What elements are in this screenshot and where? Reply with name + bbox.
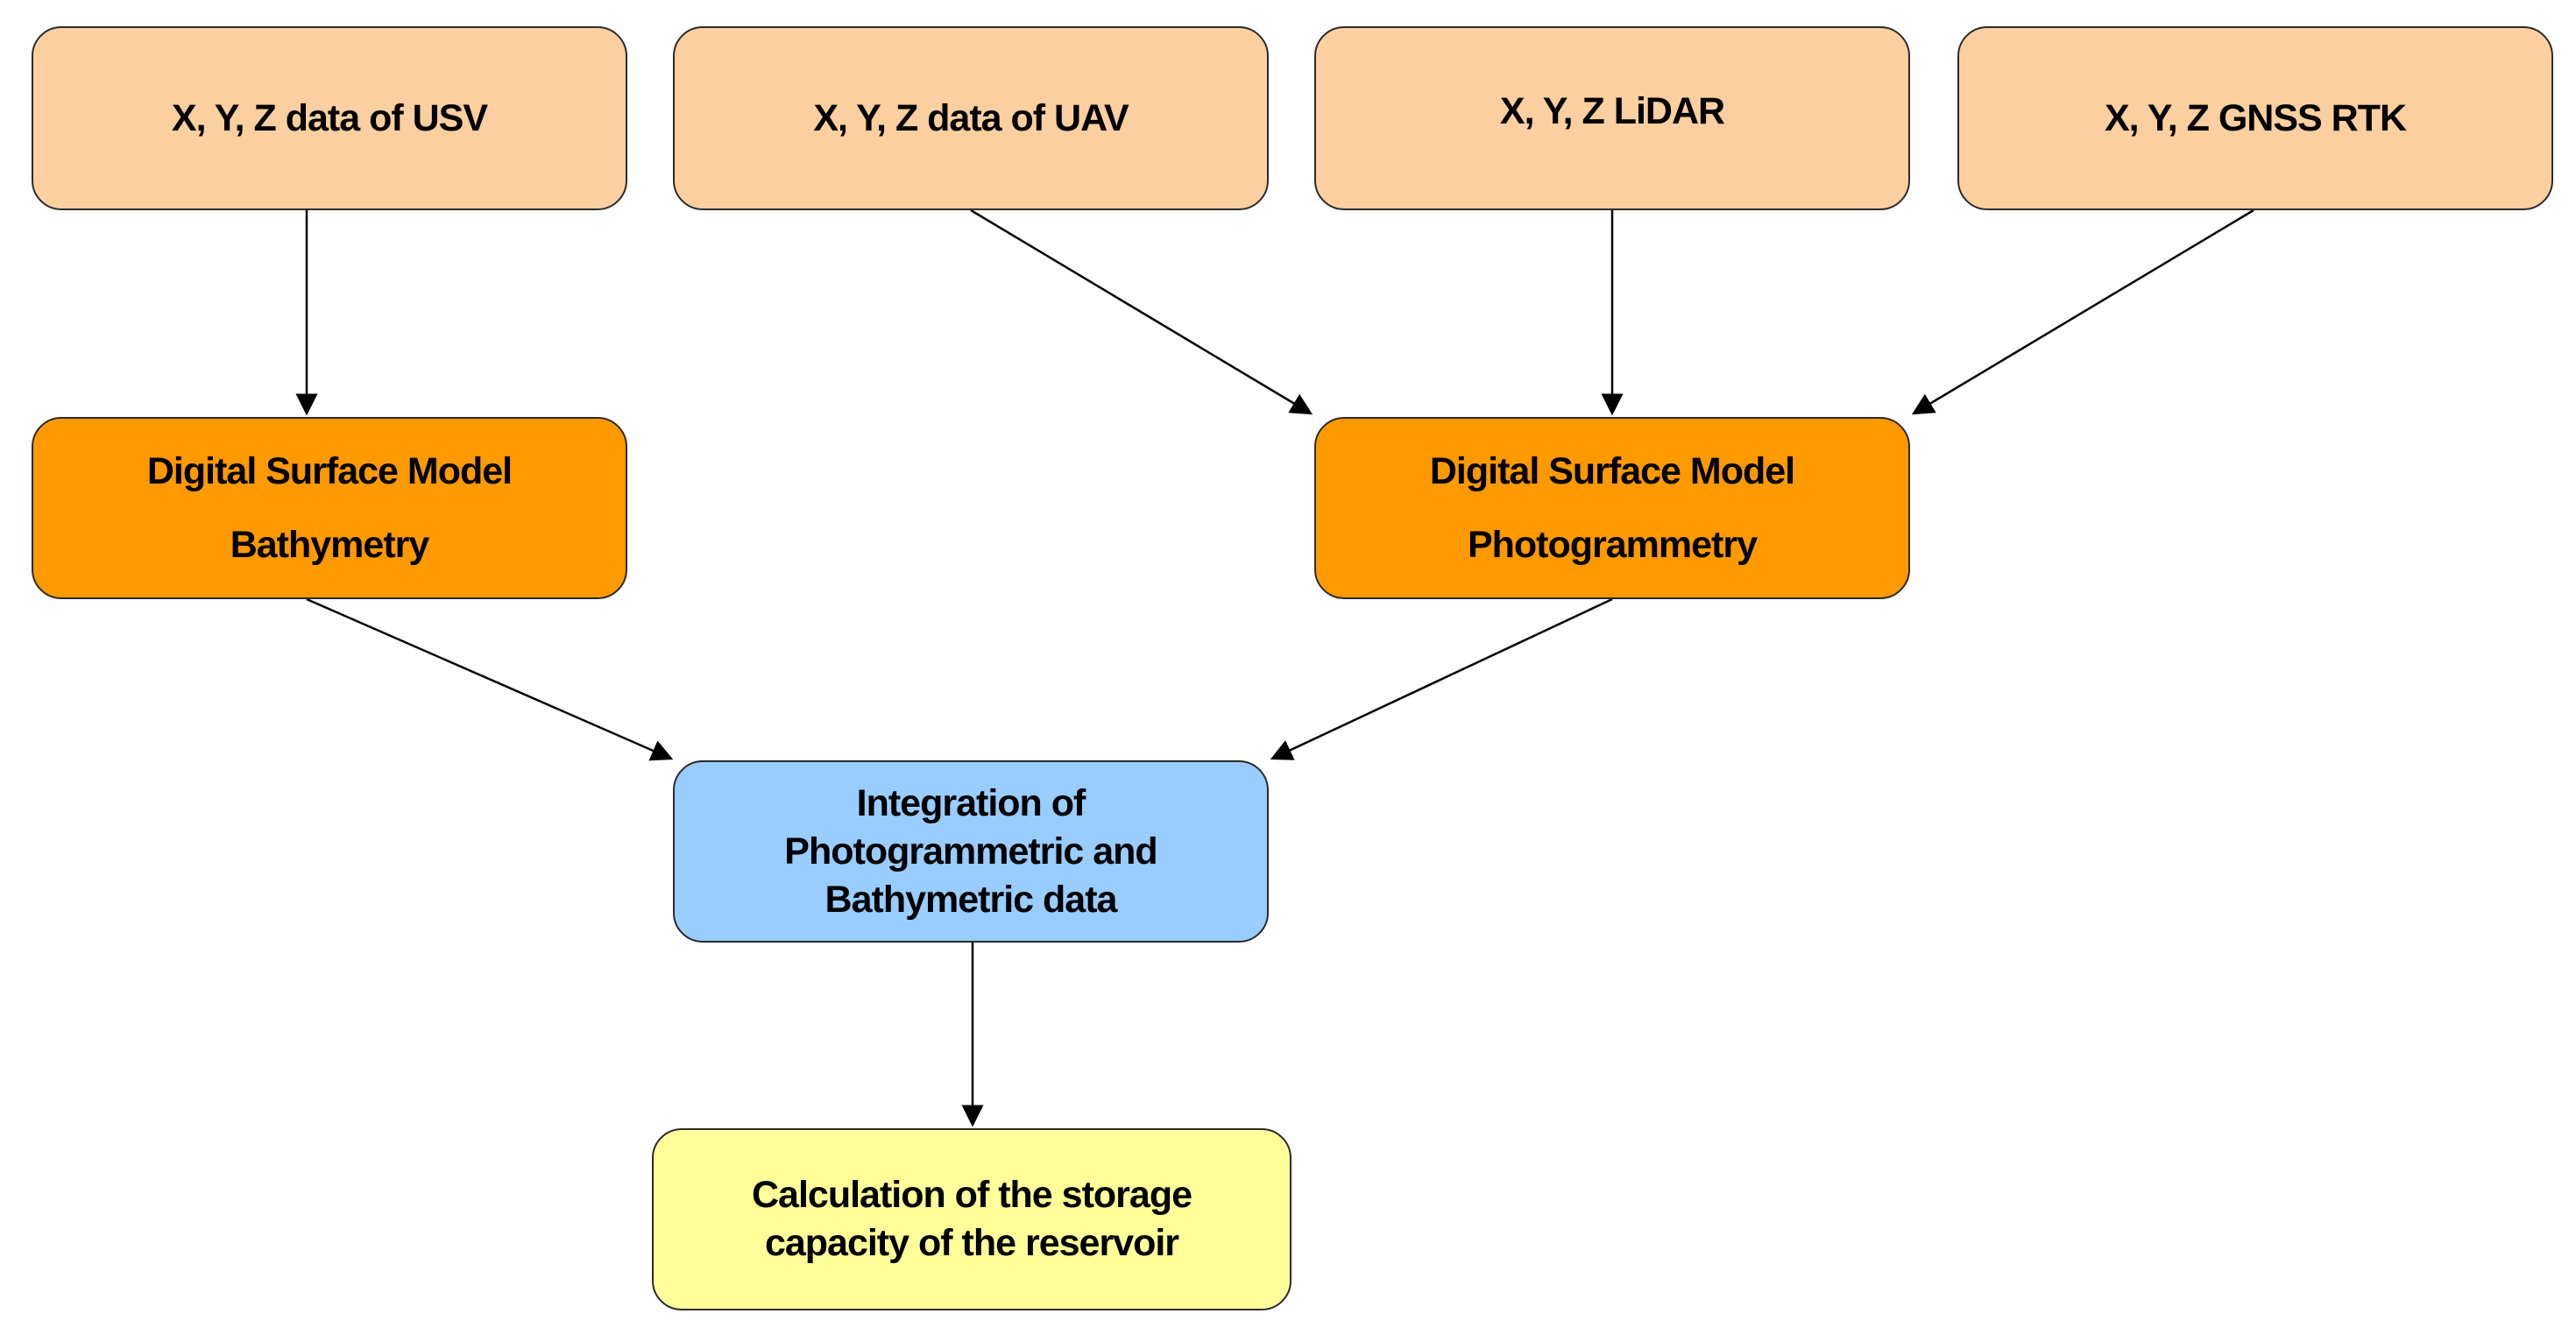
dsm-bathymetry-box: Digital Surface Model Bathymetry — [32, 417, 627, 599]
usv-data-box: X, Y, Z data of USV — [32, 26, 627, 210]
edge-dsm-photogrammetry-to-integration — [1270, 597, 1613, 760]
integration-line-1: Integration of — [856, 781, 1086, 824]
edge-gnss-to-dsm-photogrammetry — [1911, 208, 2254, 415]
uav-data-label: X, Y, Z data of UAV — [813, 96, 1129, 139]
storage-capacity-box: Calculation of the storage capacity of t… — [652, 1128, 1292, 1310]
gnss-rtk-data-label: X, Y, Z GNSS RTK — [2105, 96, 2407, 139]
dsm-bathymetry-subtitle: Bathymetry — [230, 524, 430, 566]
dsm-bathymetry-title: Digital Surface Model — [146, 450, 513, 492]
dsm-photogrammetry-title: Digital Surface Model — [1429, 450, 1795, 492]
storage-capacity-line-2: capacity of the reservoir — [764, 1222, 1179, 1264]
integration-line-3: Bathymetric data — [824, 878, 1118, 921]
integration-line-2: Photogrammetric and — [784, 830, 1157, 872]
lidar-data-box: X, Y, Z LiDAR — [1314, 26, 1910, 210]
edge-uav-to-dsm-photogrammetry — [970, 208, 1313, 415]
dsm-photogrammetry-box: Digital Surface Model Photogrammetry — [1314, 417, 1910, 599]
integration-box: Integration of Photogrammetric and Bathy… — [673, 760, 1269, 943]
uav-data-box: X, Y, Z data of UAV — [673, 26, 1269, 210]
usv-data-label: X, Y, Z data of USV — [171, 96, 488, 139]
gnss-rtk-data-box: X, Y, Z GNSS RTK — [1957, 26, 2553, 210]
dsm-photogrammetry-subtitle: Photogrammetry — [1467, 524, 1758, 566]
lidar-data-label: X, Y, Z LiDAR — [1499, 89, 1725, 132]
storage-capacity-line-1: Calculation of the storage — [751, 1174, 1192, 1216]
edge-dsm-bathymetry-to-integration — [306, 597, 674, 761]
